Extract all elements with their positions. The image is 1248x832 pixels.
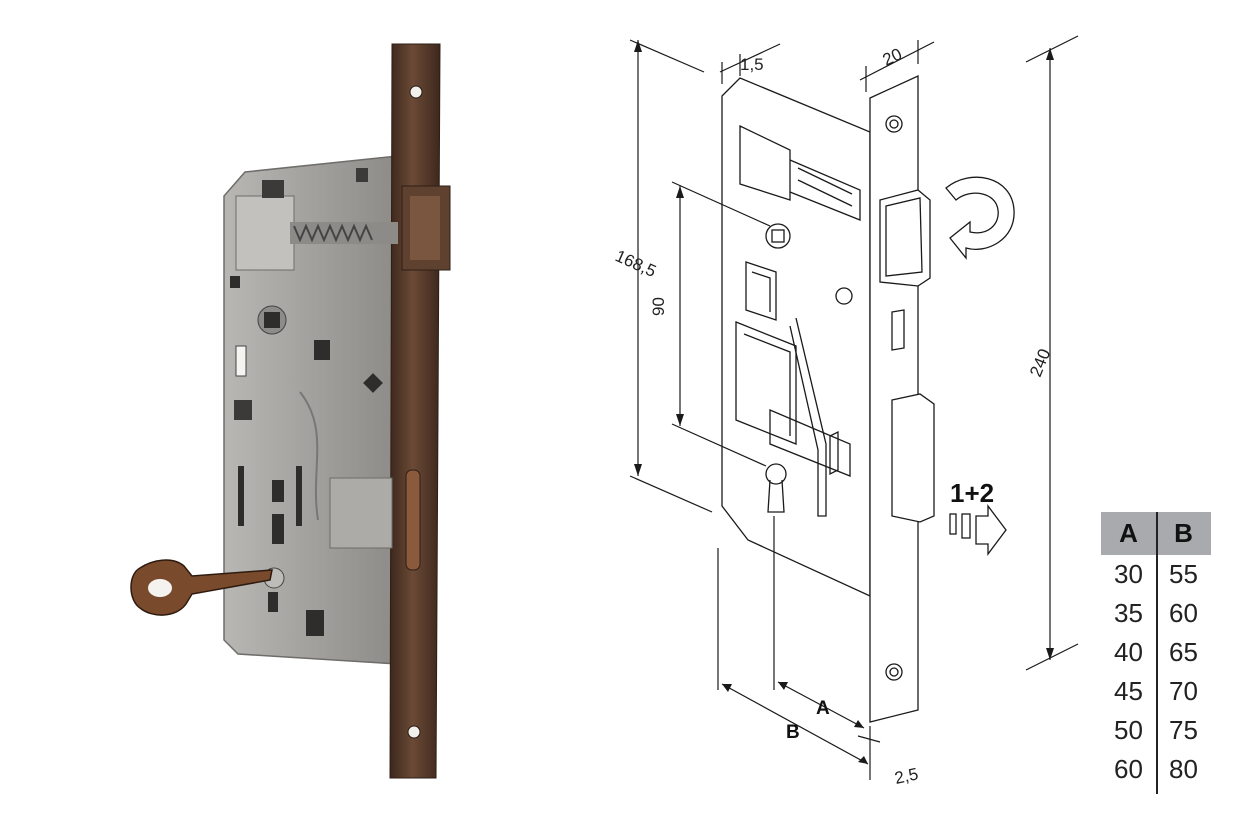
table-row: 45 70 (1101, 672, 1211, 711)
push-arrow-icon (949, 504, 1007, 556)
dim-depth-label: 1,5 (740, 55, 764, 74)
rotation-arrow-icon (945, 176, 1015, 260)
cell-b: 80 (1169, 754, 1198, 784)
cell-a: 50 (1114, 715, 1143, 745)
table-row: 30 55 (1101, 555, 1211, 594)
cell-a: 40 (1114, 637, 1143, 667)
cell-a: 45 (1114, 676, 1143, 706)
dim-offset-label: 2,5 (893, 764, 920, 788)
dim-a-label: A (816, 698, 830, 719)
cell-a: 60 (1114, 754, 1143, 784)
dim-spacing-label: 90 (649, 297, 668, 316)
dim-height-label: 168,5 (612, 246, 659, 281)
cell-b: 55 (1169, 559, 1198, 589)
cell-a: 30 (1114, 559, 1143, 589)
cell-a: 35 (1114, 598, 1143, 628)
drawing-case (721, 77, 871, 598)
deadbolt-window (329, 477, 393, 549)
dim-b-label: B (786, 722, 800, 743)
lock-photo (130, 43, 451, 779)
cell-b: 70 (1169, 676, 1198, 706)
header-b: B (1174, 518, 1193, 548)
cell-b: 75 (1169, 715, 1198, 745)
dim-faceplate-label: 20 (880, 44, 905, 69)
table-row: 60 80 (1101, 750, 1211, 789)
cell-b: 65 (1169, 637, 1198, 667)
cell-b: 60 (1169, 598, 1198, 628)
key (130, 559, 273, 616)
table-row: 35 60 (1101, 594, 1211, 633)
table-row: 50 75 (1101, 711, 1211, 750)
header-a: A (1119, 518, 1138, 548)
column-divider (1156, 512, 1158, 794)
backset-table: A B 30 55 35 60 40 65 45 70 50 75 60 80 (1101, 512, 1211, 794)
table-row: 40 65 (1101, 633, 1211, 672)
sequence-label: 1+2 (950, 478, 994, 508)
